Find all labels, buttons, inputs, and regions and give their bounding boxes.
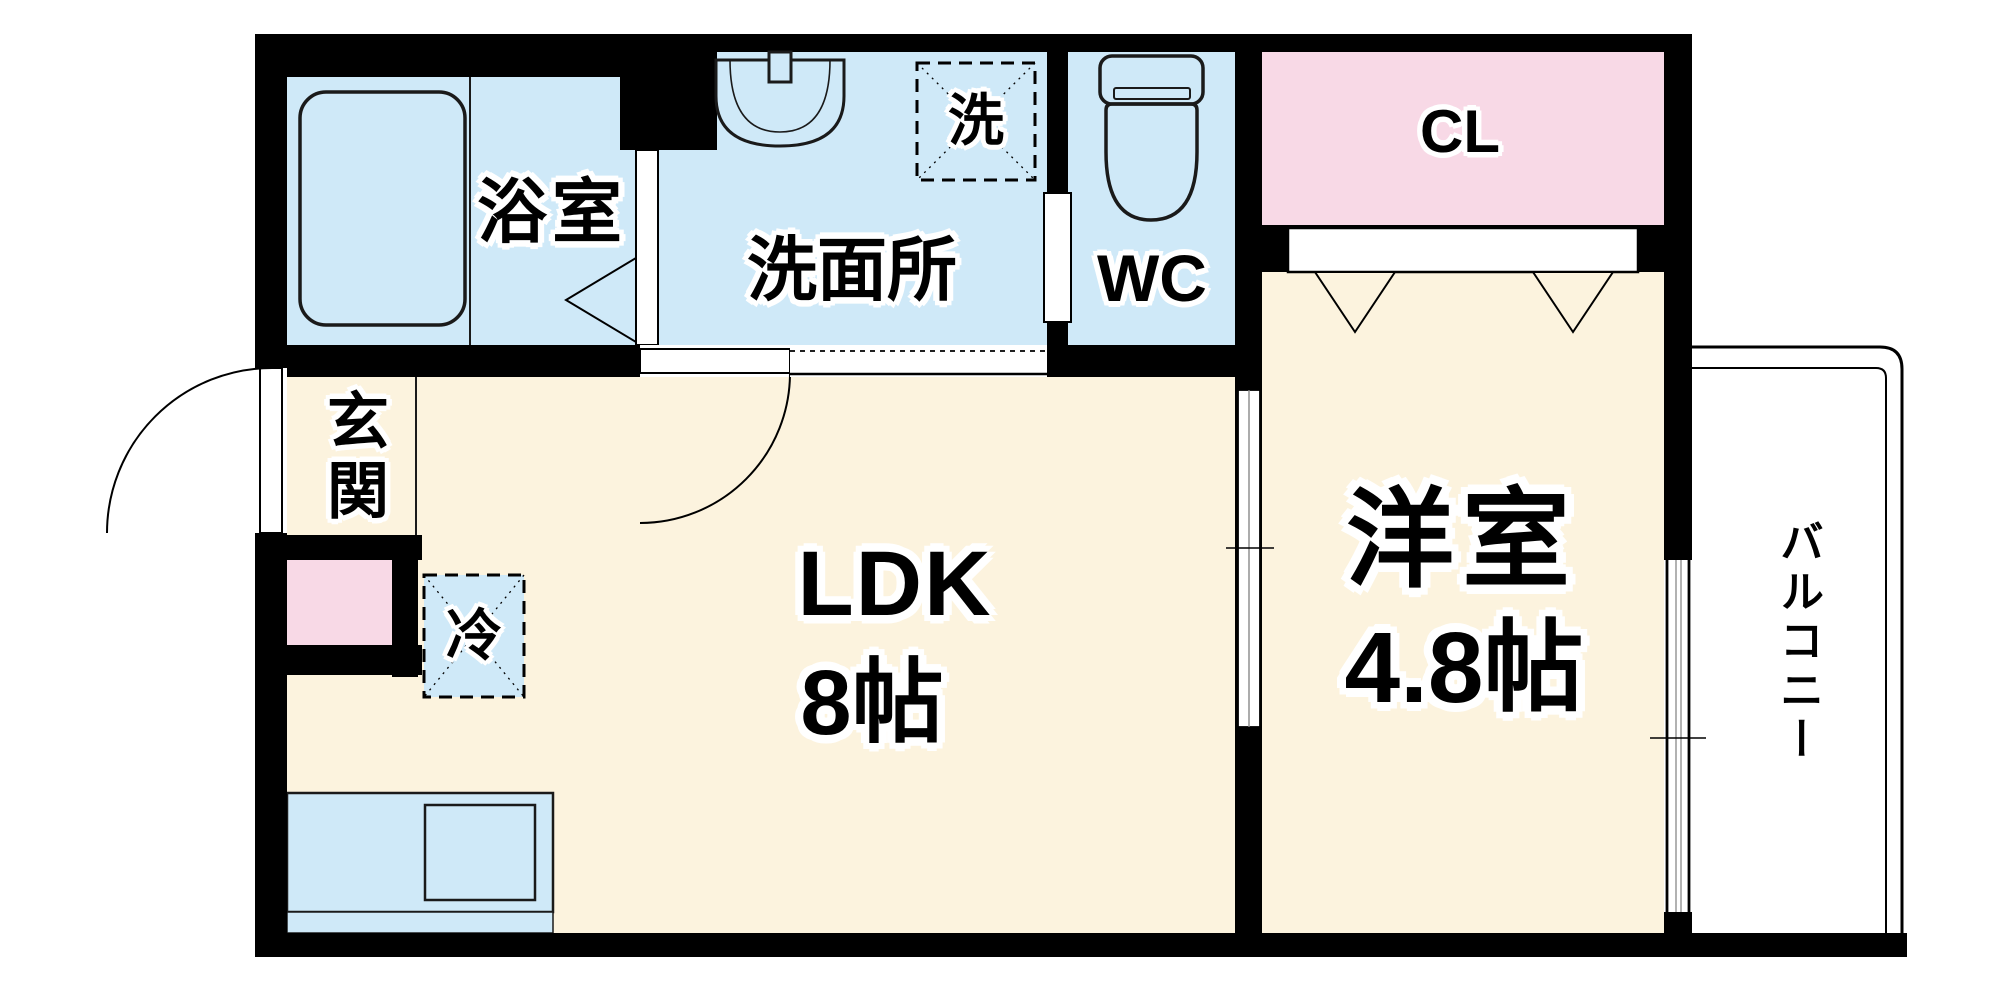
washroom-door-swing-arc <box>639 372 791 524</box>
ldk-label: LDK <box>797 533 993 635</box>
room-wc <box>1068 52 1235 345</box>
western-room-label: 洋室 <box>1345 479 1579 600</box>
wall-top <box>640 34 1692 52</box>
ldk-size-label: 8帖 <box>800 652 944 754</box>
fridge-box-icon <box>422 573 526 699</box>
closet-door-fold-icon-2 <box>1531 271 1615 334</box>
wall-entrance-bottom <box>258 645 422 675</box>
entrance-label: 玄関 <box>317 388 386 528</box>
entrance-door-leaf <box>259 367 283 534</box>
wall-closet-stub-right <box>1638 225 1664 272</box>
balcony-window <box>1650 560 1706 912</box>
western-room-size-label: 4.8帖 <box>1344 612 1584 724</box>
bath-label: 浴室 <box>477 173 627 251</box>
sink-icon <box>714 50 846 148</box>
wc-label: WC <box>1097 241 1207 315</box>
closet-sliding-door <box>1286 226 1640 274</box>
entrance-door-swing-arc <box>106 367 273 534</box>
washroom-label: 洗面所 <box>747 231 957 309</box>
wall-closet-stub-left <box>1262 225 1288 272</box>
closet-door-fold-icon <box>1313 271 1397 334</box>
washroom-door-leaf <box>639 348 791 374</box>
toilet-icon <box>1098 54 1205 222</box>
wall-right-stub <box>1664 912 1692 933</box>
balcony-label: バルコニー <box>1773 518 1822 766</box>
wall-bottom <box>255 933 1907 957</box>
wall-band-right <box>1047 345 1262 377</box>
room-western <box>1262 272 1664 933</box>
wall-bath-divider <box>620 34 717 150</box>
closet-label: CL <box>1420 98 1500 165</box>
room-closet <box>1260 52 1664 225</box>
wall-top-thick <box>255 34 660 77</box>
wall-right-upper <box>1664 34 1692 560</box>
bath-door-fold-icon <box>564 256 637 344</box>
wall-left-upper <box>255 34 287 368</box>
wc-door <box>1043 192 1072 323</box>
wall-opening <box>790 345 1047 377</box>
washer-box-icon <box>915 61 1037 182</box>
fridge-label: 冷 <box>446 604 502 667</box>
balcony-railing <box>1692 345 1904 933</box>
ldk-western-sliding-door <box>1226 389 1274 728</box>
bath-door <box>635 149 659 346</box>
wall-band-left <box>255 345 640 377</box>
room-bath <box>287 77 636 345</box>
kitchen-counter-icon <box>285 791 555 934</box>
bathtub-icon <box>298 90 467 327</box>
wall-left-lower <box>255 533 287 933</box>
walls <box>255 34 1907 957</box>
entrance-storage <box>287 560 392 645</box>
washer-label: 洗 <box>948 89 1004 152</box>
